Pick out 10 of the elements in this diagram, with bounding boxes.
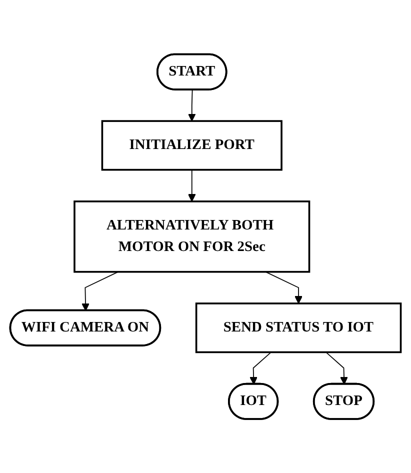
arrow — [188, 89, 196, 122]
arrow — [326, 352, 348, 384]
node-box — [195, 302, 402, 353]
flowchart-drawing: START INITIALIZE PORT ALTERNATIVELY BOTH MOTOR ON FOR 2Sec WIFI CAMERA ON SEND STATUS TO IOT IOT STOP — [3, 46, 408, 426]
arrow — [265, 271, 302, 304]
arrow — [82, 271, 119, 311]
node-box — [74, 200, 310, 273]
arrow — [250, 352, 272, 384]
node-box — [101, 120, 282, 171]
arrow — [188, 169, 196, 202]
